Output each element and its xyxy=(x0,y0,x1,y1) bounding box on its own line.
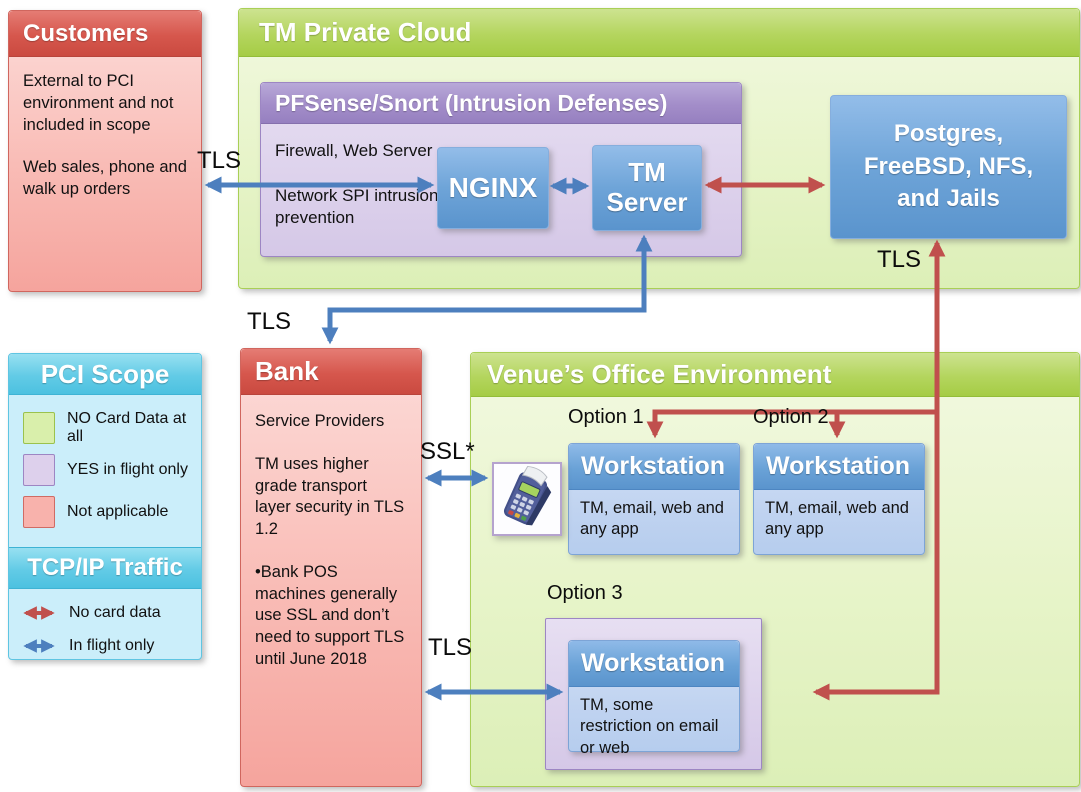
legend-item-in-flight: YES in flight only xyxy=(9,449,201,491)
tls-label-bank: TLS xyxy=(247,308,292,335)
legend-item-label: In flight only xyxy=(69,636,155,654)
legend-box: PCI Scope NO Card Data at all YES in fli… xyxy=(8,353,202,660)
customers-box: Customers External to PCI environment an… xyxy=(8,10,202,292)
nginx-label: NGINX xyxy=(448,172,538,203)
blue-double-arrow-icon xyxy=(23,638,55,653)
customers-title: Customers xyxy=(23,19,149,47)
nginx-node: NGINX xyxy=(437,147,549,229)
postgres-node: Postgres, FreeBSD, NFS, and Jails xyxy=(830,95,1067,239)
pfsense-header: PFSense/Snort (Intrusion Defenses) xyxy=(261,83,741,124)
green-scope-swatch xyxy=(23,412,55,444)
workstation-title: Workstation xyxy=(581,452,725,480)
workstation-option3-header: Workstation xyxy=(569,641,739,687)
pci-scope-header: PCI Scope xyxy=(9,354,201,395)
postgres-label: Postgres, FreeBSD, NFS, and Jails xyxy=(863,120,1034,213)
venue-office-title: Venue’s Office Environment xyxy=(487,359,832,389)
pci-scope-title: PCI Scope xyxy=(40,358,170,389)
ssl-label-pos: SSL* xyxy=(420,438,475,465)
bank-title: Bank xyxy=(255,356,319,386)
pink-scope-swatch xyxy=(23,496,55,528)
bank-header: Bank xyxy=(241,349,421,395)
legend-traffic-in-flight: In flight only xyxy=(9,629,201,662)
tls-label-postgres: TLS xyxy=(877,246,922,273)
option1-label: Option 1 xyxy=(568,406,644,428)
workstation-option2-box: Workstation TM, email, web and any app xyxy=(753,443,925,555)
credit-card-terminal-icon xyxy=(503,465,552,526)
workstation-option1-box: Workstation TM, email, web and any app xyxy=(568,443,740,555)
legend-item-label: YES in flight only xyxy=(67,461,188,478)
red-double-arrow-icon xyxy=(23,605,55,620)
workstation-option3-body: TM, some restriction on email or web xyxy=(580,696,719,757)
pfsense-line-spi: Network SPI intrusion prevention xyxy=(275,186,439,228)
bank-para-pos: •Bank POS machines generally use SSL and… xyxy=(255,562,405,668)
pos-terminal-frame xyxy=(492,462,562,536)
venue-office-header: Venue’s Office Environment xyxy=(471,353,1079,397)
option3-label: Option 3 xyxy=(547,582,623,604)
legend-item-label: No card data xyxy=(69,603,161,621)
option2-label: Option 2 xyxy=(753,406,829,428)
bank-para-tls: TM uses higher grade transport layer sec… xyxy=(255,454,405,539)
pfsense-line-firewall: Firewall, Web Server xyxy=(275,141,433,160)
legend-item-label: NO Card Data at all xyxy=(67,410,187,445)
workstation-option1-body: TM, email, web and any app xyxy=(580,499,724,539)
legend-item-no-card-data: NO Card Data at all xyxy=(9,407,201,449)
tm-server-node: TM Server xyxy=(592,145,702,231)
workstation-option2-body: TM, email, web and any app xyxy=(765,499,909,539)
tm-server-label: TM Server xyxy=(606,157,688,217)
customers-header: Customers xyxy=(9,11,201,57)
legend-item-not-applicable: Not applicable xyxy=(9,491,201,533)
customers-para-orders: Web sales, phone and walk up orders xyxy=(23,158,187,199)
workstation-title: Workstation xyxy=(766,452,910,480)
pfsense-title: PFSense/Snort (Intrusion Defenses) xyxy=(275,89,668,116)
bank-box: Bank Service Providers TM uses higher gr… xyxy=(240,348,422,787)
purple-scope-swatch xyxy=(23,454,55,486)
workstation-title: Workstation xyxy=(581,649,725,677)
tcpip-traffic-header: TCP/IP Traffic xyxy=(9,547,201,589)
tls-label-customers: TLS xyxy=(197,147,242,174)
workstation-option1-header: Workstation xyxy=(569,444,739,490)
tls-label-option3: TLS xyxy=(428,634,473,661)
tm-private-cloud-header: TM Private Cloud xyxy=(239,9,1079,57)
bank-para-service-providers: Service Providers xyxy=(255,412,385,430)
workstation-option3-box: Workstation TM, some restriction on emai… xyxy=(568,640,740,757)
customers-para-scope: External to PCI environment and not incl… xyxy=(23,72,174,134)
workstation-option2-header: Workstation xyxy=(754,444,924,490)
tm-private-cloud-title: TM Private Cloud xyxy=(259,17,472,47)
legend-traffic-no-card-data: No card data xyxy=(9,596,201,629)
legend-item-label: Not applicable xyxy=(67,503,169,520)
tcpip-traffic-title: TCP/IP Traffic xyxy=(27,554,183,581)
